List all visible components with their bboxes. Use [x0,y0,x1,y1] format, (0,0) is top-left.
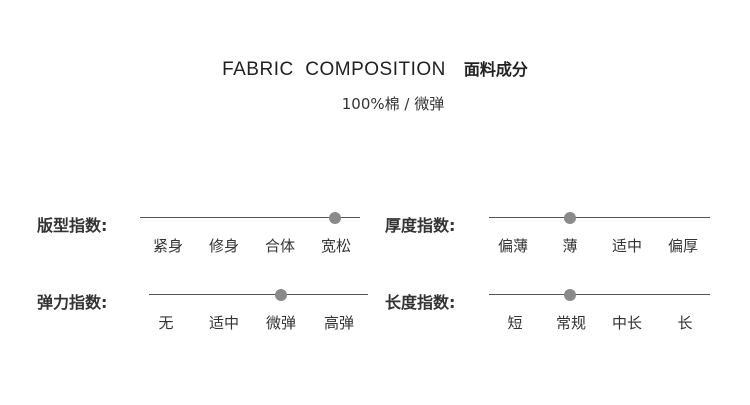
length-option-long: 长 [677,314,693,332]
elasticity-index-track [149,294,368,295]
length-index: 长度指数: 短 常规 中长 长 [385,289,715,339]
thickness-option-medium: 适中 [611,237,643,255]
length-index-track [489,294,710,295]
elasticity-option-slight: 微弹 [265,314,297,332]
composition-text: 100%棉 / 微弹 [341,95,445,113]
thickness-index-label: 厚度指数: [385,216,456,235]
fit-option-slim: 修身 [208,237,240,255]
elasticity-option-high: 高弹 [323,314,355,332]
elasticity-index-label: 弹力指数: [37,293,108,312]
length-option-regular: 常规 [555,314,587,332]
length-index-marker [564,289,576,301]
elasticity-index-marker [275,289,287,301]
thickness-index-track [489,217,710,218]
elasticity-option-medium: 适中 [208,314,240,332]
page-title: FABRIC COMPOSITION 面料成分 [0,56,750,81]
fit-index-marker [329,212,341,224]
fit-option-regular: 合体 [264,237,296,255]
thickness-option-thinner: 偏薄 [497,237,529,255]
fit-index-label: 版型指数: [37,216,108,235]
title-chinese: 面料成分 [463,60,528,79]
fit-option-tight: 紧身 [152,237,184,255]
thickness-index: 厚度指数: 偏薄 薄 适中 偏厚 [385,212,715,262]
fit-index: 版型指数: 紧身 修身 合体 宽松 [37,212,367,262]
length-option-mid-long: 中长 [611,314,643,332]
length-option-short: 短 [507,314,523,332]
thickness-option-thin: 薄 [562,237,578,255]
elasticity-option-none: 无 [158,314,174,332]
length-index-label: 长度指数: [385,293,456,312]
thickness-option-thicker: 偏厚 [667,237,699,255]
title-english: FABRIC COMPOSITION [222,59,446,80]
fit-option-loose: 宽松 [320,237,352,255]
fit-index-track [140,217,360,218]
elasticity-index: 弹力指数: 无 适中 微弹 高弹 [37,289,368,339]
thickness-index-marker [564,212,576,224]
